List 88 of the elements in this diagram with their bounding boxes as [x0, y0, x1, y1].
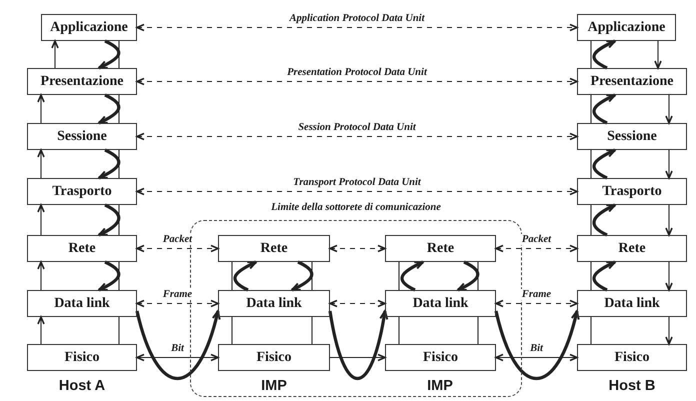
edge-label: Packet — [518, 234, 554, 244]
layer-box: Rete — [27, 235, 137, 262]
connector-line — [118, 150, 120, 178]
data-flow-arrow — [98, 40, 120, 70]
layer-box: Data link — [218, 290, 330, 317]
arrow — [136, 300, 219, 308]
layer-box: Rete — [218, 235, 330, 262]
arrow — [654, 40, 662, 69]
layer-box: Data link — [27, 290, 137, 317]
connector-line — [118, 316, 120, 344]
connector-line — [590, 316, 592, 344]
arrow — [495, 300, 578, 308]
data-flow-arrow — [328, 310, 388, 380]
data-flow-arrow — [135, 310, 220, 380]
layer-box: Trasporto — [27, 178, 137, 205]
arrow — [495, 244, 578, 252]
connector-line — [590, 150, 592, 178]
layer-box: Rete — [577, 235, 687, 262]
column-label: Host A — [58, 378, 106, 394]
data-flow-arrow — [494, 310, 580, 380]
data-flow-arrow — [233, 260, 257, 292]
data-flow-arrow — [457, 260, 480, 292]
layer-box: Data link — [577, 290, 687, 317]
connector-line — [590, 40, 592, 68]
arrow — [51, 40, 59, 68]
layer-box: Sessione — [577, 123, 687, 150]
layer-box: Sessione — [27, 123, 137, 150]
column-label: IMP — [261, 378, 287, 394]
data-flow-arrow — [400, 260, 424, 292]
layer-box: Trasporto — [577, 178, 687, 205]
edge-label: Application Protocol Data Unit — [286, 12, 428, 24]
arrow — [37, 261, 45, 290]
arrow — [665, 150, 673, 179]
arrow — [136, 188, 578, 196]
layer-box: Fisico — [385, 344, 496, 371]
arrow — [495, 354, 578, 362]
arrow — [665, 204, 673, 236]
data-flow-arrow — [98, 204, 120, 236]
data-flow-arrow — [592, 94, 616, 124]
edge-label: Bit — [168, 342, 187, 354]
connector-line — [118, 40, 120, 68]
connector-line — [118, 94, 120, 124]
data-flow-arrow — [98, 148, 120, 180]
layer-box: Data link — [385, 290, 496, 317]
connector-line — [398, 262, 400, 290]
layer-box: Fisico — [27, 344, 137, 371]
arrow — [37, 149, 45, 178]
arrow — [330, 354, 386, 362]
arrow — [136, 132, 578, 140]
subnet-title: Limite della sottorete di comunicazione — [270, 202, 442, 213]
arrow — [136, 244, 219, 252]
data-flow-arrow — [98, 260, 120, 292]
arrow — [665, 94, 673, 124]
layer-box: Applicazione — [577, 14, 676, 41]
edge-label: Session Protocol Data Unit — [295, 122, 419, 132]
data-flow-arrow — [592, 260, 616, 292]
column-label: Host B — [608, 378, 656, 394]
arrow — [37, 94, 45, 124]
arrow — [665, 316, 673, 345]
arrow — [37, 316, 45, 344]
arrow — [329, 300, 386, 308]
connector-line — [398, 316, 400, 344]
connector-line — [590, 94, 592, 124]
arrow — [136, 354, 219, 362]
data-flow-arrow — [291, 260, 314, 292]
connector-line — [118, 204, 120, 236]
layer-box: Presentazione — [27, 68, 137, 95]
data-flow-arrow — [592, 148, 616, 180]
column-label: IMP — [427, 378, 453, 394]
arrow — [329, 244, 386, 252]
edge-label: Packet — [160, 234, 196, 244]
connector-line — [118, 262, 120, 290]
layer-box: Rete — [385, 235, 496, 262]
connector-line — [590, 262, 592, 290]
connector-line — [590, 204, 592, 236]
layer-box: Fisico — [218, 344, 330, 371]
arrow — [665, 262, 673, 291]
data-flow-arrow — [592, 40, 616, 70]
arrow — [136, 24, 578, 32]
edge-label: Presentation Protocol Data Unit — [284, 66, 430, 78]
data-flow-arrow — [98, 94, 120, 124]
layer-box: Applicazione — [41, 14, 137, 41]
arrow — [37, 204, 45, 236]
edge-label: Bit — [527, 342, 546, 354]
arrow — [136, 78, 578, 86]
data-flow-arrow — [592, 204, 616, 236]
layer-box: Fisico — [577, 344, 687, 371]
layer-box: Presentazione — [577, 68, 687, 95]
